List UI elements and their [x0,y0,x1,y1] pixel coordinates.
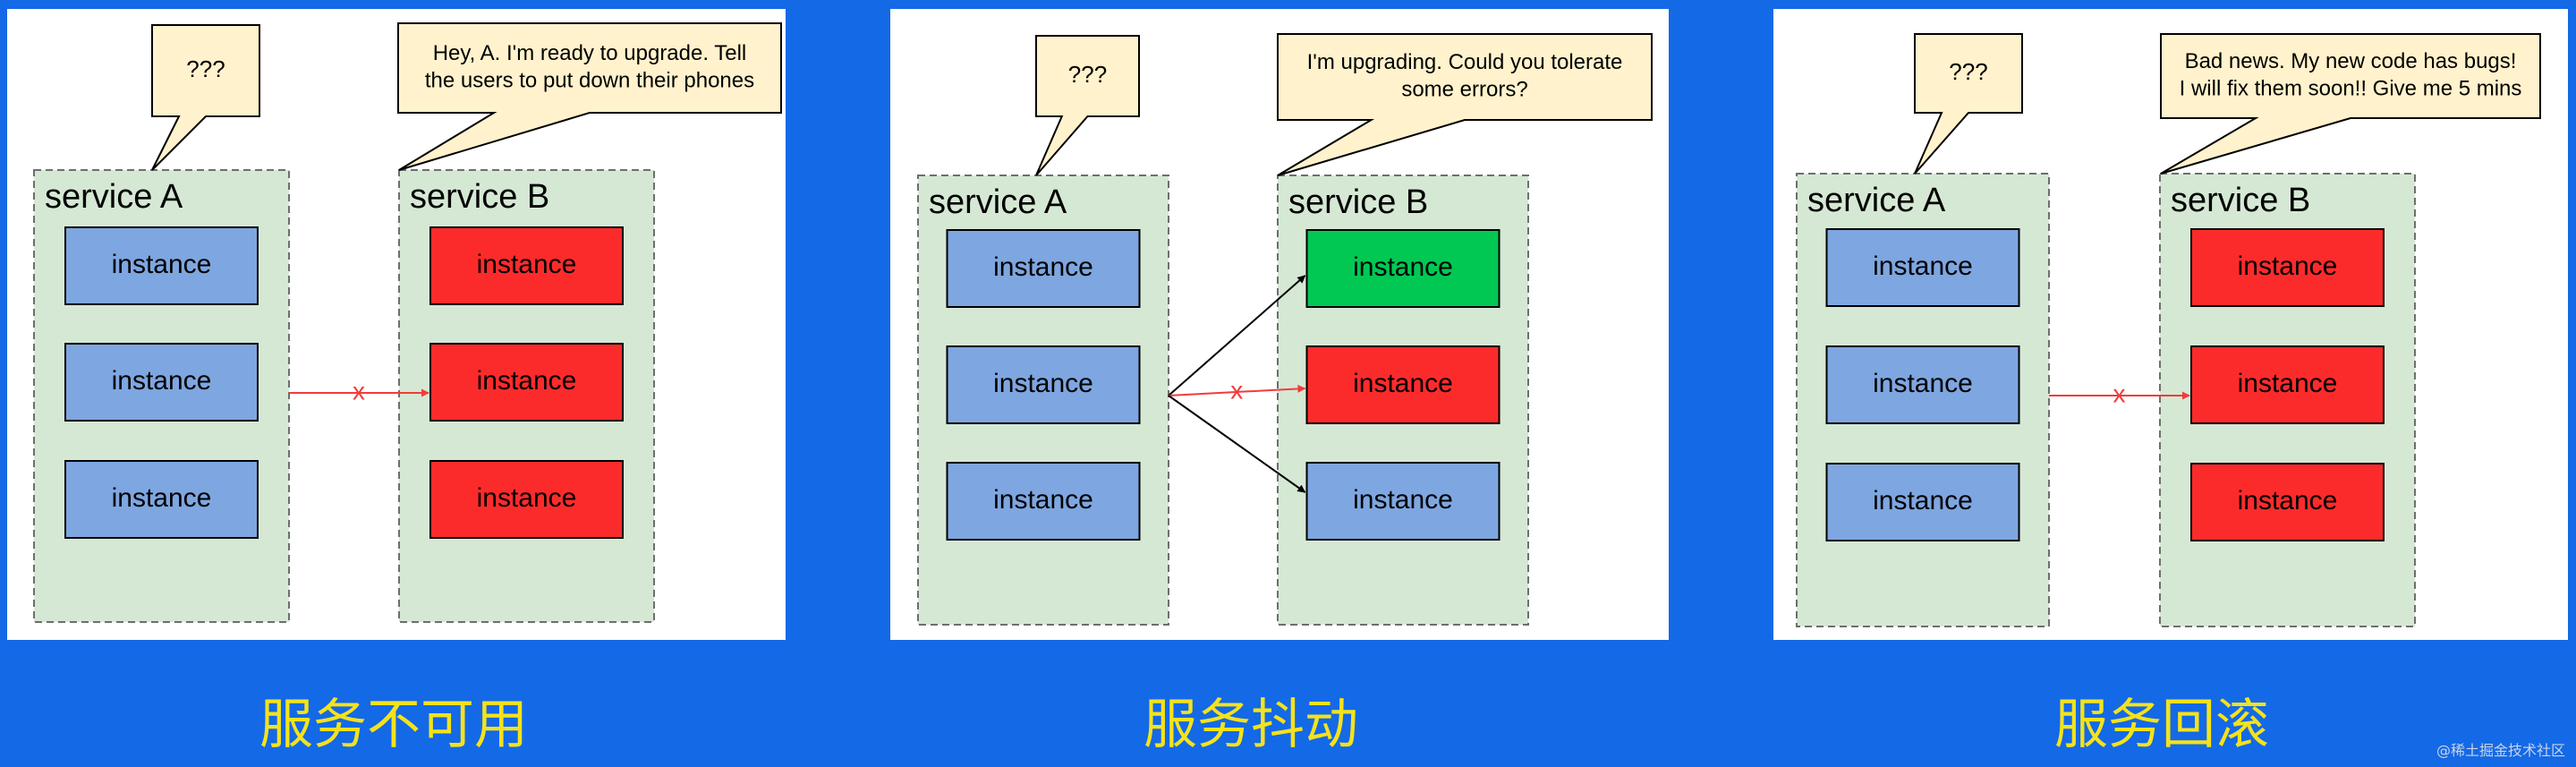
speech-bubble-a-text: ??? [186,55,225,82]
speech-bubble-a-text: ??? [1949,58,1987,85]
service-a-label: service A [1807,182,1946,219]
speech-bubble-a [1035,35,1140,176]
speech-bubble-a [151,24,260,171]
speech-bubble-b [397,22,782,171]
service-b-instance-label: instance [477,250,577,279]
service-b-instance-red [429,343,624,422]
service-b-instance-label: instance [1353,252,1453,282]
service-a-instance-label: instance [993,252,1093,282]
service-b-instance-label: instance [2238,369,2338,398]
service-b-instance-red [2190,463,2385,541]
service-b-instance-red [2190,345,2385,424]
call-arrow [1168,275,1306,396]
service-b-instance-label: instance [477,366,577,396]
service-b-instance-label: instance [1353,369,1453,398]
service-b-label: service B [410,178,549,216]
service-b-instance-green [1305,229,1501,308]
error-call-arrow [1168,384,1306,396]
service-a-instance-label: instance [1873,486,1973,516]
service-a-instance-label: instance [112,483,212,513]
speech-bubble-b-text: the users to put down their phones [425,69,754,93]
service-b-instance-red [2190,228,2385,307]
service-a-instance [64,460,259,539]
service-b-instance-red [429,226,624,305]
service-b-instance-label: instance [1353,485,1453,515]
service-a-instance-label: instance [1873,369,1973,398]
service-a-instance-label: instance [993,369,1093,398]
failure-cross: x [1230,376,1243,404]
service-b-instance-blue [1305,462,1501,541]
speech-bubble-b-text: I'm upgrading. Could you tolerate [1307,50,1623,74]
call-arrow [1168,395,1306,493]
panel-jitter: service A service B instance instance instan… [890,9,1669,640]
speech-bubble-a-text: ??? [1068,61,1107,88]
service-a-instance [1825,228,2020,307]
service-b-instance-red [429,460,624,539]
speech-bubble-b-text: Bad news. My new code has bugs! [2185,49,2517,73]
speech-bubble-b [2160,33,2541,175]
service-a-instance-label: instance [993,485,1093,515]
service-a-instance [946,229,1141,308]
service-b-label: service B [1288,183,1428,221]
speech-bubble-a [1914,33,2023,175]
service-a-instance [1825,345,2020,424]
service-b-instance-label: instance [2238,251,2338,281]
speech-bubble-b-text: Hey, A. I'm ready to upgrade. Tell [433,41,747,65]
service-b-instance-label: instance [477,483,577,513]
service-b-instance-label: instance [2238,486,2338,516]
service-b-label: service B [2171,182,2310,219]
service-a-instance [946,345,1141,424]
service-a-instance [64,343,259,422]
speech-bubble-b-text: I will fix them soon!! Give me 5 mins [2180,77,2522,101]
service-b-instance-red [1305,345,1501,424]
service-a-instance-label: instance [1873,251,1973,281]
service-a-instance [64,226,259,305]
failure-cross: x [353,377,365,405]
panel-rollback: service A service B instance instance instan… [1773,9,2568,640]
service-a-label: service A [45,178,183,216]
service-a-instance [1825,463,2020,541]
service-a-instance [946,462,1141,541]
service-a-instance-label: instance [112,366,212,396]
service-a-label: service A [929,183,1067,221]
service-a-instance-label: instance [112,250,212,279]
panel-unavailable: service A service B instance instance instan… [7,9,786,640]
speech-bubble-b [1277,33,1653,176]
failure-cross: x [2113,379,2126,407]
speech-bubble-b-text: some errors? [1401,78,1527,102]
